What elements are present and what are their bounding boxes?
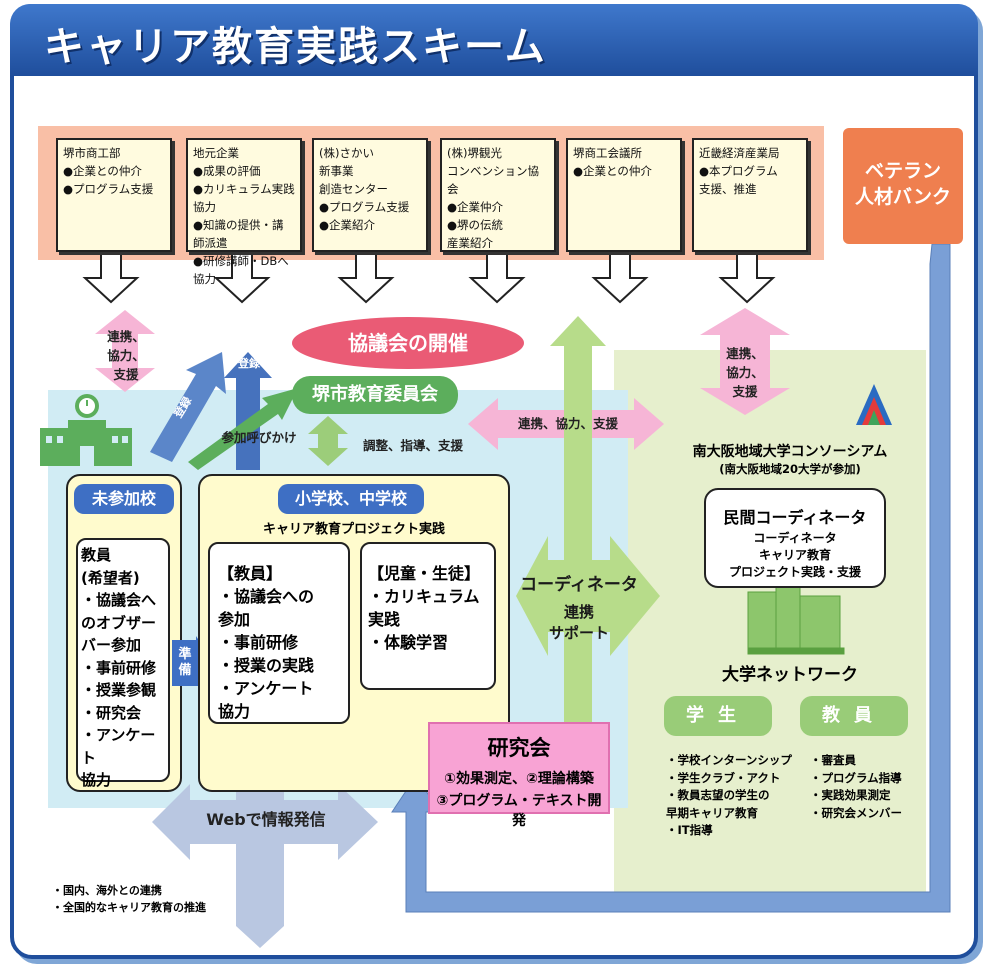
coordinator-arrow-up [550,316,606,520]
coordinator-line2: サポート [548,624,609,642]
students-pill: 学生 [664,696,772,736]
footer-notes: ・国内、海外との連携 ・全国的なキャリア教育の推進 [52,884,206,914]
header-bar [10,4,978,76]
coordinator-label: コーディネータ 連携 サポート [502,540,656,660]
consortium-name: 南大阪地域大学コンソーシアム [692,444,888,460]
preparation-tag: 準 備 [172,640,198,686]
web-label: Webで情報発信 [206,810,326,829]
university-network-label: 大学ネットワーク [722,665,858,685]
down-arrows [82,251,776,304]
coordinator-stem [564,520,592,724]
org-box-local-companies: 地元企業 ●成果の評価 ●カリキュラム実践協力 ●知識の提供・講師派遣 ●研修講… [186,138,302,286]
consortium-note: (南大阪地域20大学が参加) [719,462,861,476]
non-participating-title: 未参加校 [74,484,174,514]
schools-title: 小学校、中学校 [278,484,424,514]
label-cooperation-middle: 連携、協力、支援 [517,416,618,431]
private-coordinator-body: コーディネータ キャリア教育 プロジェクト実践・支援 [728,531,861,579]
web-cross-arrow [152,716,378,948]
cooperation-arrow-left [95,310,155,392]
down-arrow-4 [468,251,526,304]
students-box: 【児童・生徒】 ・カリキュラム 実践 ・体験学習 [360,542,496,690]
research-line1: ①効果測定、②理論構築 [444,771,594,787]
faculty-pill: 教員 [800,696,908,736]
non-participating-body: 教員 (希望者) ・協議会へ のオブザー バー参加 ・事前研修 ・授業参観 ・研… [76,538,170,789]
school-building-icon [40,394,132,466]
teachers-box: 【教員】 ・協議会への 参加 ・事前研修 ・授業の実践 ・アンケート 協力 [208,542,350,724]
students-list: ・学校インターンシップ ・学生クラブ・アクト ・教員志望の学生の 早期キャリア教… [666,753,792,837]
org-box-sakai-commerce: 堺市商工部 ●企業との仲介 ●プログラム支援 [56,138,172,252]
research-line2: ③プログラム・テキスト開発 [436,793,602,829]
consortium-logo-icon [856,384,892,425]
down-arrow-3 [337,251,395,304]
cooperation-arrow-right [700,308,790,415]
label-participation-call: 参加呼びかけ [221,430,297,445]
label-cooperation-right: 連携、 協力、 支援 [726,346,764,399]
org-box-kinki-meti: 近畿経済産業局 ●本プログラム 支援、推進 [692,138,808,252]
label-cooperation-left: 連携、 協力、 支援 [107,329,145,382]
participation-arrow [188,388,298,470]
coordination-arrow [308,416,348,466]
private-coordinator-title: 民間コーディネータ [723,508,867,527]
org-box-sakai-tourism: (株)堺観光 コンベンション協会 ●企業仲介 ●堺の伝統 産業紹介 [440,138,556,252]
university-building-icon [747,579,845,655]
down-arrow-6 [718,251,776,304]
faculty-list: ・審査員 ・プログラム指導 ・実践効果測定 ・研究会メンバー [810,753,902,820]
org-box-chamber-of-commerce: 堺商工会議所 ●企業との仲介 [566,138,682,252]
coordinator-line1: 連携 [563,603,594,621]
registration-arrow-diagonal [150,352,226,462]
page-title: キャリア教育実践スキーム [44,24,547,70]
research-title: 研究会 [487,736,551,760]
label-coordination: 調整、指導、支援 [362,438,463,453]
board-of-education-box: 堺市教育委員会 [292,376,458,414]
down-arrow-5 [591,251,649,304]
org-box-sakai-newbusiness: (株)さかい 新事業 創造センター ●プログラム支援 ●企業紹介 [312,138,428,252]
council-meeting-oval: 協議会の開催 [292,317,524,369]
down-arrow-1 [82,251,140,304]
veteran-bank-box: ベテラン 人材バンク [843,128,963,244]
research-box: 研究会 ①効果測定、②理論構築 ③プログラム・テキスト開発 [428,722,610,829]
label-registration-vertical: 登録 [238,357,260,370]
schools-subtitle: キャリア教育プロジェクト実践 [262,522,445,537]
private-coordinator-box: 民間コーディネータ コーディネータ キャリア教育 プロジェクト実践・支援 [704,488,886,588]
down-arrow-2 [213,251,271,304]
coordinator-title: コーディネータ [520,575,638,595]
